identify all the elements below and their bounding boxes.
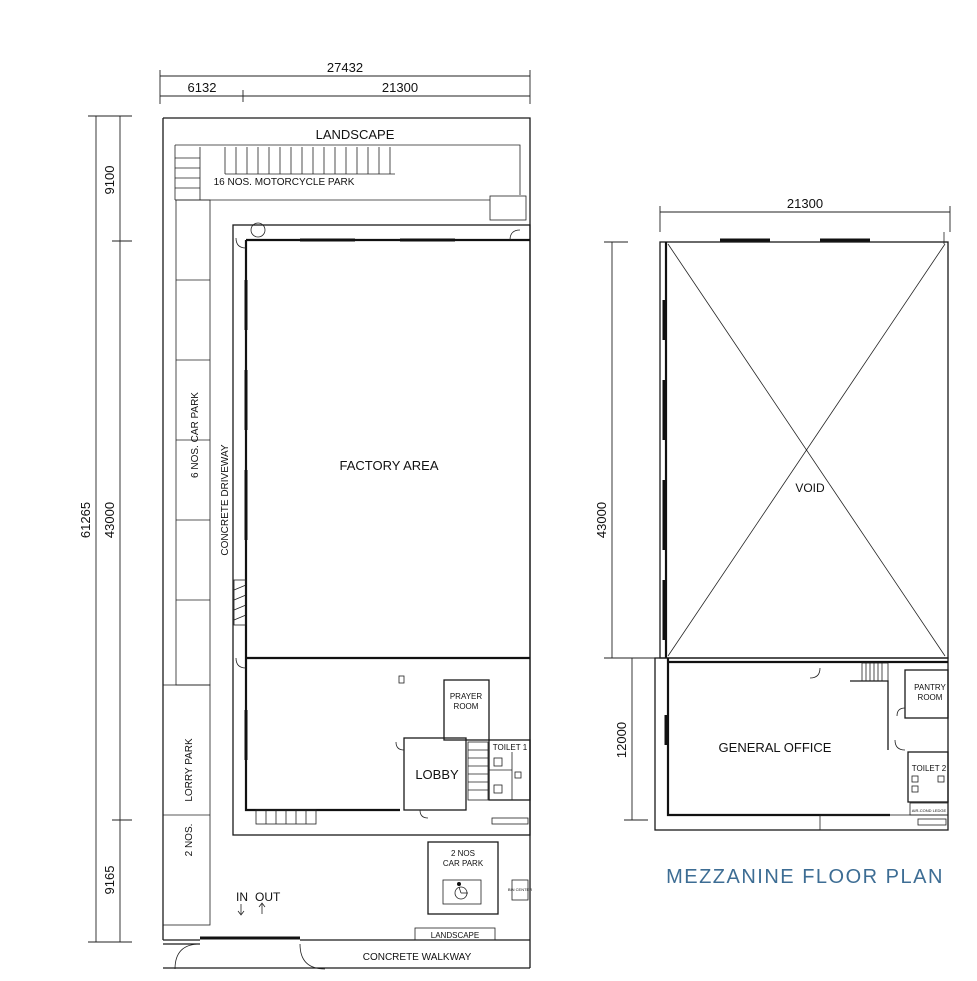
bin-center-label: BIN CENTER xyxy=(508,887,532,892)
stairs-ground xyxy=(467,741,489,801)
stairs-mezzanine xyxy=(809,662,889,750)
column-marker xyxy=(250,222,266,238)
car-park-6-label: 6 NOS. CAR PARK xyxy=(190,392,201,478)
mezz-dim-width: 21300 xyxy=(787,196,823,211)
factory-building xyxy=(232,224,531,836)
dim-right-width: 21300 xyxy=(382,80,418,95)
car-park-2-label-1: 2 NOS xyxy=(451,849,475,858)
aircond-ledge-label: AIR-COND LEDGE xyxy=(912,808,947,813)
ground-floor-plan: LANDSCAPE 16 NOS. MOTORCYC xyxy=(162,117,532,970)
dim-total-length: 61265 xyxy=(78,502,93,538)
lobby-room xyxy=(403,737,467,811)
lorry-park-label-1: 2 NOS. xyxy=(184,824,195,857)
concrete-walkway-label: CONCRETE WALKWAY xyxy=(363,952,472,963)
mezzanine-floor-plan: VOID GENERAL OFFICE PANTRY ROOM TOILET 2 xyxy=(654,232,949,831)
dim-total-width: 27432 xyxy=(327,60,363,75)
prayer-room-label-1: PRAYER xyxy=(450,692,483,701)
general-office-label: GENERAL OFFICE xyxy=(719,740,832,755)
general-office xyxy=(654,657,949,831)
ground-dimensions: 27432 6132 21300 61265 9100 43000 9165 xyxy=(78,60,531,943)
motorcycle-park-label: 16 NOS. MOTORCYCLE PARK xyxy=(214,177,355,188)
toilet-1-label: TOILET 1 xyxy=(493,743,528,752)
entry-in-label: IN xyxy=(236,890,248,904)
pantry-label-1: PANTRY xyxy=(914,683,946,692)
mezz-dim-void: 43000 xyxy=(594,502,609,538)
mezz-dim-office: 12000 xyxy=(614,722,629,758)
mezzanine-dimensions: 21300 43000 12000 xyxy=(594,196,951,821)
concrete-driveway-label: CONCRETE DRIVEWAY xyxy=(220,444,231,555)
void-label: VOID xyxy=(795,481,825,495)
car-park-2-label-2: CAR PARK xyxy=(443,859,484,868)
factory-area-label: FACTORY AREA xyxy=(340,458,439,473)
pantry-room xyxy=(904,669,949,719)
mezzanine-title: MEZZANINE FLOOR PLAN xyxy=(666,866,944,888)
bin-center-box xyxy=(511,879,529,901)
in-out-arrows-icon xyxy=(237,902,266,916)
pantry-label-2: ROOM xyxy=(918,693,943,702)
landscape-top-label: LANDSCAPE xyxy=(316,127,395,142)
lorry-park-strip xyxy=(162,684,211,926)
landscape-bottom-label: LANDSCAPE xyxy=(431,931,479,940)
wheelchair-icon xyxy=(442,879,482,905)
motorcycle-stalls xyxy=(175,147,395,200)
lobby-label: LOBBY xyxy=(415,767,459,782)
entry-out-label: OUT xyxy=(255,890,281,904)
lorry-park-label-2: LORRY PARK xyxy=(184,738,195,802)
dim-bottom: 9165 xyxy=(102,866,117,895)
toilet-2-label: TOILET 2 xyxy=(912,764,947,773)
toilet-2-room xyxy=(907,751,949,803)
dim-top: 9100 xyxy=(102,166,117,195)
car-park-2-box xyxy=(427,841,499,915)
dim-left-width: 6132 xyxy=(188,80,217,95)
prayer-room-label-2: ROOM xyxy=(454,702,479,711)
dim-middle: 43000 xyxy=(102,502,117,538)
